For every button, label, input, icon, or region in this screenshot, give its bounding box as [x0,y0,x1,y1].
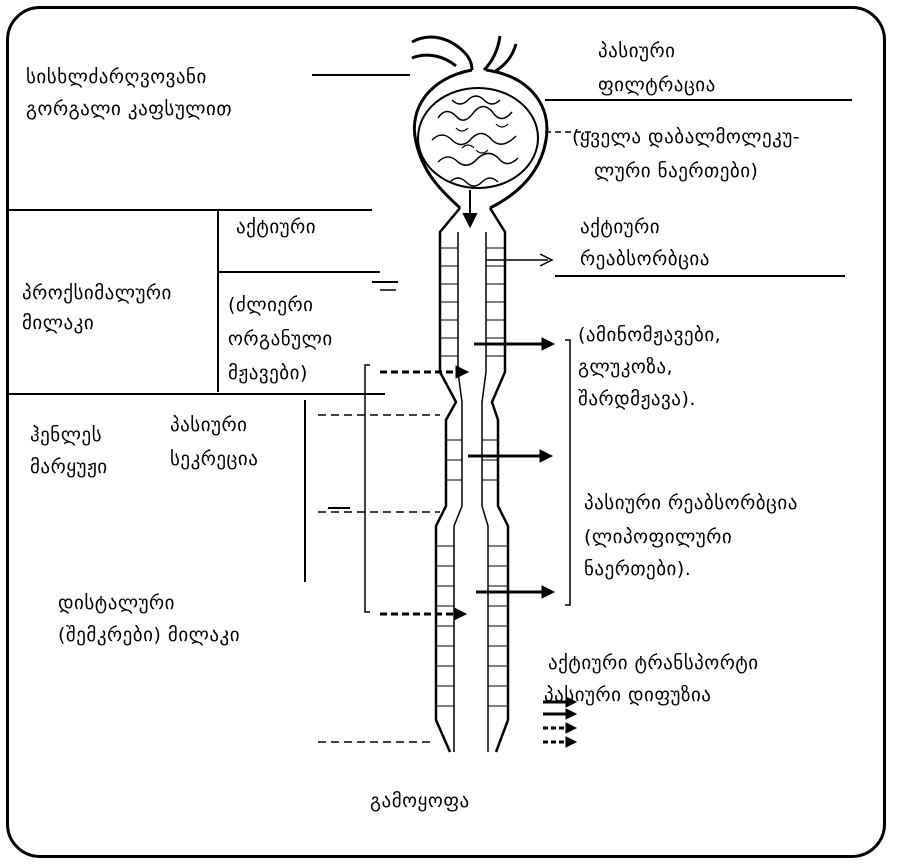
reabsorbed-label-3: შარდმჟავა). [578,384,696,414]
active-transport-arrows [468,338,554,598]
distal-tubule-label-1: დისტალური [58,588,175,618]
glomerulus-label-1: სისხლძარღვოვანი [26,62,207,92]
active-reabsorption-label-2: რეაბსორბცია [580,244,710,274]
passive-reabsorption-label-3: ნაერთები). [584,554,691,584]
reabsorbed-label-1: (ამინომჟავები, [578,320,721,350]
passive-reabsorption-label-1: პასიური რეაბსორბცია [584,488,798,518]
passive-secretion-label-1: პასიური [170,410,247,440]
glomerulus-label-2: გორგალი კაფსულით [26,94,232,124]
strong-acids-label-2: ორგანული [228,324,333,354]
active-reabsorption-label-1: აქტიური [580,212,660,242]
legend-active-label: აქტიური ტრანსპორტი [548,648,759,678]
distal-tubule-label-2: (შემკრები) მილაკი [58,620,240,650]
passive-secretion-label-2: სეკრეცია [170,444,258,474]
passive-filtration-label-2: ფილტრაცია [598,70,716,100]
active-left-label: აქტიური [236,212,316,242]
passive-filtration-label-1: პასიური [598,36,675,66]
proximal-tubule-label-1: პროქსიმალური [22,278,172,308]
strong-acids-label-1: (ძლიერი [228,290,314,320]
strong-acids-label-3: მჟავები) [228,358,308,388]
henle-loop-label-1: ჰენლეს [30,420,102,450]
low-molecular-label-2: ლური ნაერთები) [594,156,758,186]
passive-reabsorption-label-2: (ლიპოფილური [584,522,732,552]
glomerulus-capsule [412,36,547,208]
proximal-tubule-label-2: მილაკი [22,308,94,338]
bracket [365,365,370,612]
excretion-label: გამოყოფა [370,786,470,816]
low-molecular-label-1: (ყველა დაბალმოლეკუ- [572,122,800,152]
reabsorbed-label-2: გლუკოზა, [578,352,673,382]
bracket [565,340,570,605]
legend-passive-label: პასიური დიფუზია [544,680,711,710]
henle-loop-label-2: მარყუჟი [30,452,108,482]
